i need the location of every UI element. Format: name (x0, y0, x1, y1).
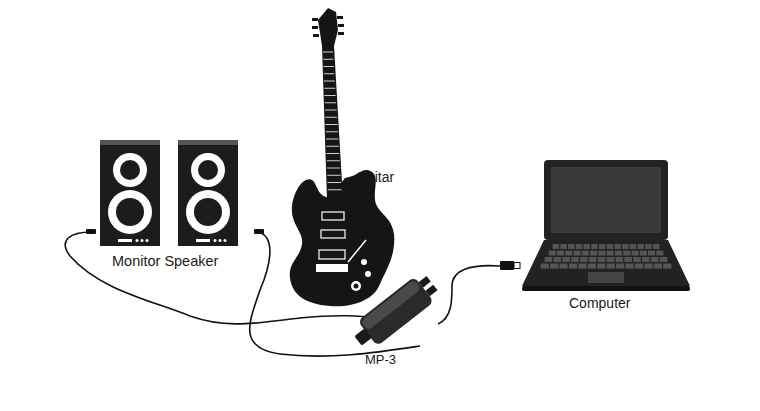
fret (325, 95, 336, 96)
key (578, 264, 586, 269)
fret (324, 81, 335, 82)
key (642, 257, 650, 262)
fret (324, 73, 335, 74)
key (560, 244, 567, 249)
fret (324, 66, 334, 67)
fret (327, 168, 340, 169)
key (645, 244, 652, 249)
key (631, 251, 638, 256)
key (635, 264, 643, 269)
key (637, 244, 644, 249)
key (580, 257, 588, 262)
key (550, 264, 558, 269)
laptop (522, 160, 690, 291)
key (607, 264, 615, 269)
part-label: Monitor Speaker (112, 254, 218, 270)
key (630, 244, 637, 249)
key (625, 264, 633, 269)
fret (328, 182, 342, 183)
key (640, 251, 647, 256)
key (583, 244, 590, 249)
key (565, 251, 572, 256)
fret (327, 160, 340, 161)
key (648, 251, 655, 256)
key (545, 257, 553, 262)
key (607, 251, 614, 256)
key (541, 264, 549, 269)
usb-cable (438, 266, 500, 324)
fret (323, 52, 333, 53)
monitor-speaker (178, 140, 238, 246)
key (663, 264, 671, 269)
key (562, 257, 570, 262)
key (656, 251, 663, 256)
key (582, 251, 589, 256)
key (559, 264, 567, 269)
part-label: MP-3 (365, 353, 396, 367)
fret (328, 189, 342, 190)
key (653, 244, 660, 249)
key (590, 251, 597, 256)
part-label: Computer (569, 296, 630, 311)
key (622, 244, 629, 249)
fret (326, 131, 338, 132)
key (557, 251, 564, 256)
key (597, 264, 605, 269)
fret (327, 175, 340, 176)
key (660, 257, 668, 262)
key (633, 257, 641, 262)
key (654, 264, 662, 269)
fret (325, 117, 337, 118)
fret (324, 88, 335, 89)
key (589, 257, 597, 262)
key (624, 257, 632, 262)
key (573, 251, 580, 256)
key (553, 244, 560, 249)
part-label: Guitar (356, 170, 394, 185)
mp3-interface (348, 270, 442, 353)
key (607, 257, 615, 262)
key (616, 264, 624, 269)
monitor-speaker (100, 140, 160, 246)
key (607, 244, 614, 249)
key (571, 257, 579, 262)
fret (325, 102, 336, 103)
fret (327, 153, 340, 154)
key (549, 251, 556, 256)
key (576, 244, 583, 249)
key (569, 264, 577, 269)
key (588, 264, 596, 269)
key (614, 244, 621, 249)
key (623, 251, 630, 256)
key (598, 251, 605, 256)
key (651, 257, 659, 262)
fret (326, 139, 338, 140)
key (599, 244, 606, 249)
fret (326, 146, 339, 147)
key (615, 251, 622, 256)
fret (325, 110, 337, 111)
key (553, 257, 561, 262)
key (615, 257, 623, 262)
guitar (290, 8, 394, 306)
key (598, 257, 606, 262)
key (568, 244, 575, 249)
key (644, 264, 652, 269)
fret (323, 59, 333, 60)
key (591, 244, 598, 249)
fret (326, 124, 338, 125)
